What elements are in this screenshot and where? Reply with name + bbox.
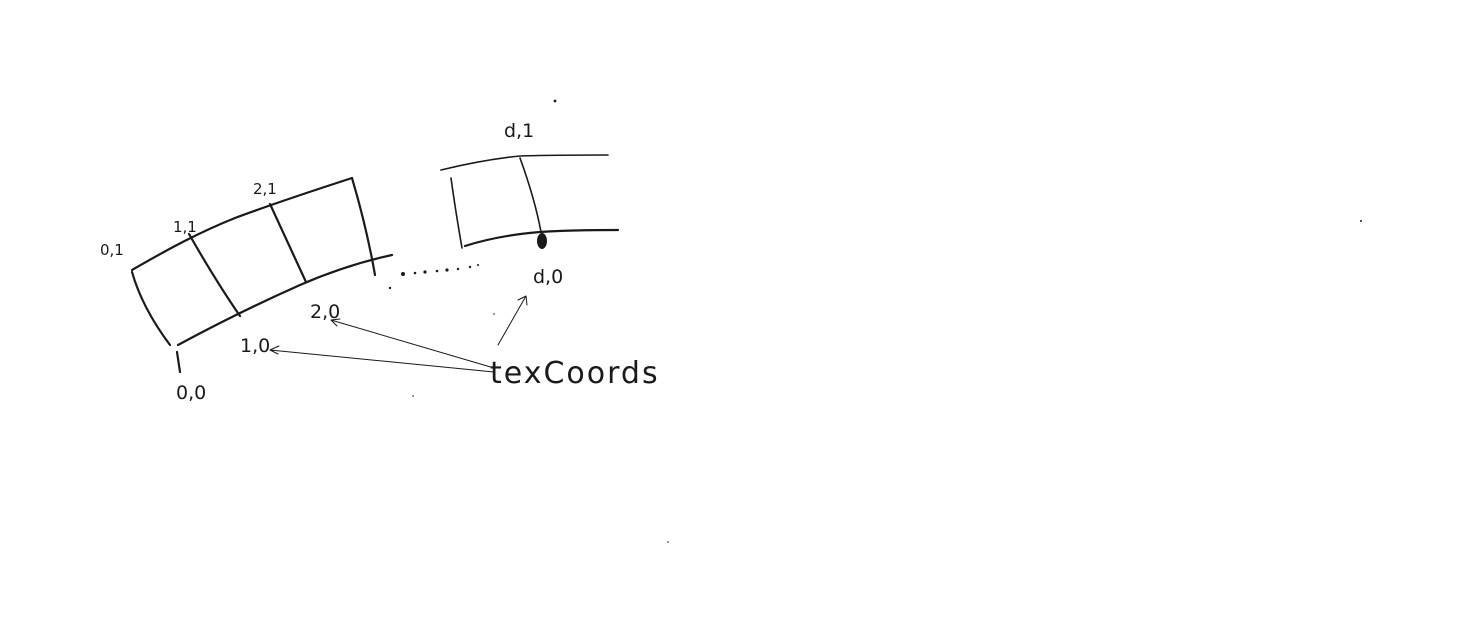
stray-dot [667,541,669,543]
strip-vertical-3 [350,176,377,277]
continuation-dots [388,264,479,290]
vertex-d0-marker [537,233,547,249]
stray-dot [412,395,414,397]
stray-dot [553,99,557,103]
arrow-to-vd0 [497,295,528,346]
strip-vertical-1 [187,232,242,318]
strip-vertical-0-tail [175,350,182,374]
vertex-label-2-0: 2,0 [310,301,340,323]
end-strip-vertical-a [450,177,463,249]
vertex-label-d-0: d,0 [533,266,563,288]
strip-top-edge [130,176,354,272]
vertex-label-1-1: 1,1 [173,218,197,236]
end-strip-bottom-edge [463,228,620,248]
end-strip-top-edge [440,154,609,171]
vertex-label-0-1: 0,1 [100,241,124,259]
arrow-to-v20 [330,318,495,369]
vertex-label-0-0: 0,0 [176,382,206,404]
arrow-to-v10 [269,345,495,373]
vertex-label-2-1: 2,1 [253,180,277,198]
stray-dot [493,313,495,315]
vertex-label-d-1: d,1 [504,120,534,142]
vertex-label-1-0: 1,0 [240,335,270,357]
strip-vertical-0 [130,270,172,347]
end-strip-vertical-d [519,157,542,233]
strip-vertical-2 [268,202,308,284]
strip-bottom-edge [176,253,394,347]
texcoords-annotation: texCoords [490,356,660,391]
stray-dot [1360,220,1362,222]
